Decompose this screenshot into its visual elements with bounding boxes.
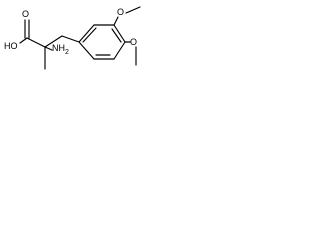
- ring-bond-3: [113, 24, 126, 43]
- bond-alpha-ch2: [44, 35, 63, 48]
- ring-bond-4: [113, 41, 126, 60]
- amino-subscript-label: 2: [65, 49, 69, 56]
- ring-bond-6: [78, 41, 95, 60]
- methoxy-bottom-oxygen-label: O: [130, 37, 137, 47]
- molecule-diagram: O HO NH2 O: [4, 6, 141, 70]
- chemical-structure-canvas: O HO NH2 O: [0, 0, 150, 79]
- bond-carboxyl-alpha: [26, 37, 46, 48]
- methoxy-top-group: O: [113, 6, 141, 26]
- alpha-carbon-group: NH2: [44, 35, 80, 70]
- ring-bond-1-inner: [82, 27, 97, 43]
- methoxy-top-oxygen-label: O: [117, 7, 124, 17]
- hydroxyl-label: HO: [4, 41, 18, 51]
- bond-ring-methoxy-top: [113, 16, 119, 26]
- bond-ch2-ring: [61, 35, 80, 43]
- carboxyl-group: O HO: [4, 9, 46, 51]
- carbonyl-oxygen-label: O: [22, 9, 29, 19]
- amino-label: NH2: [52, 43, 69, 56]
- bond-alpha-amino: [44, 46, 53, 51]
- bond-c-oh: [19, 37, 28, 44]
- ring-bond-3-inner: [111, 28, 122, 43]
- amino-nh-label: NH: [52, 43, 65, 53]
- methoxy-bottom-group: O: [124, 37, 137, 66]
- benzene-ring: [78, 24, 126, 60]
- ring-bond-1: [78, 24, 95, 43]
- bond-methoxy-top-methyl: [125, 6, 141, 14]
